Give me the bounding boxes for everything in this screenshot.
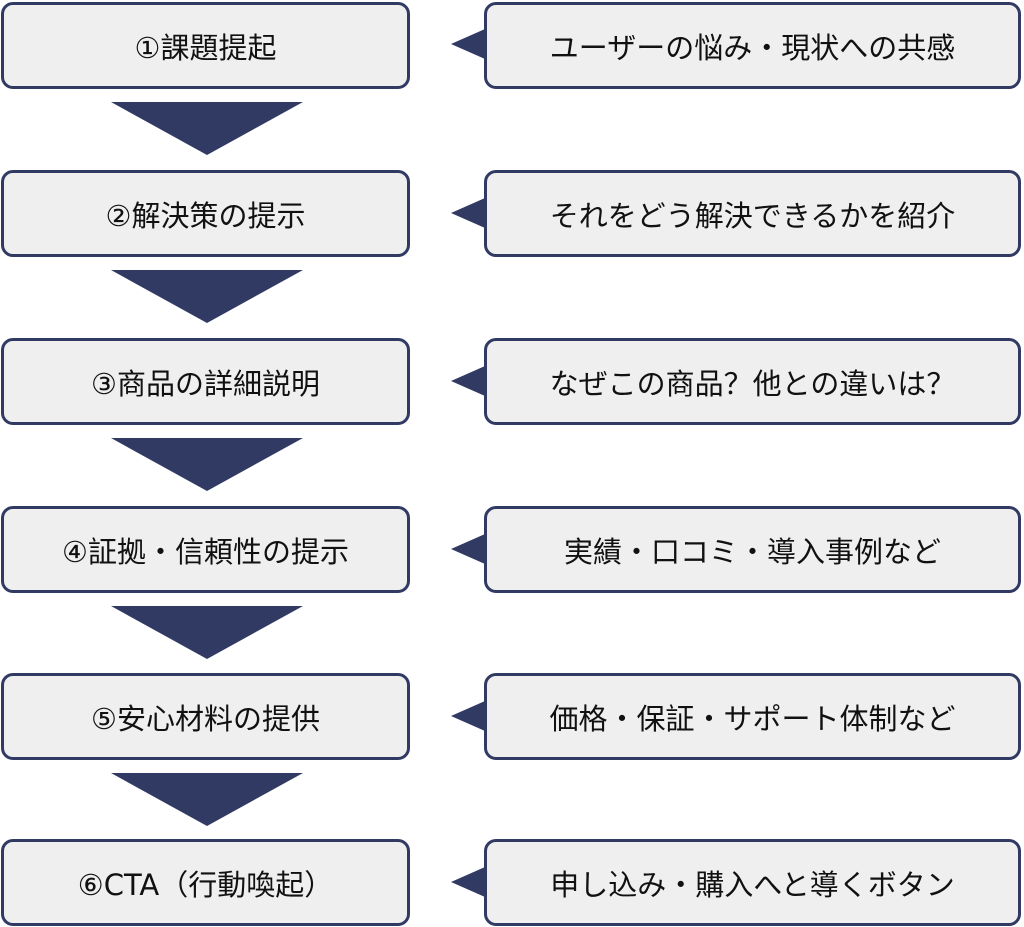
down-arrow [111, 438, 303, 491]
callout-pointer [451, 29, 485, 59]
step-label: ④証拠・信頼性の提示 [62, 534, 349, 569]
down-arrow [111, 773, 303, 826]
note-text: 実績・口コミ・導入事例など [563, 534, 941, 569]
note-text: 申し込み・購入へと導くボタン [550, 867, 955, 902]
down-arrow [111, 270, 303, 323]
down-arrow [111, 606, 303, 659]
note-box-6: 申し込み・購入へと導くボタン [484, 839, 1021, 926]
note-text: ユーザーの悩み・現状への共感 [549, 30, 956, 65]
step-box-3: ③商品の詳細説明 [1, 338, 410, 425]
note-box-2: それをどう解決できるかを紹介 [484, 170, 1021, 257]
step-label: ②解決策の提示 [105, 198, 306, 233]
callout-pointer [451, 198, 485, 228]
step-label: ③商品の詳細説明 [91, 366, 320, 401]
step-box-1: ①課題提起 [1, 2, 410, 89]
step-box-4: ④証拠・信頼性の提示 [1, 506, 410, 593]
note-text: それをどう解決できるかを紹介 [549, 198, 956, 233]
callout-pointer [451, 534, 485, 564]
note-box-5: 価格・保証・サポート体制など [484, 673, 1021, 760]
note-box-1: ユーザーの悩み・現状への共感 [484, 2, 1021, 89]
step-label: ⑥CTA（行動喚起） [77, 867, 334, 902]
note-text: なぜこの商品？他との違いは？ [549, 366, 956, 401]
step-box-2: ②解決策の提示 [1, 170, 410, 257]
step-box-5: ⑤安心材料の提供 [1, 673, 410, 760]
note-box-3: なぜこの商品？他との違いは？ [484, 338, 1021, 425]
step-label: ①課題提起 [134, 30, 277, 65]
callout-pointer [451, 701, 485, 731]
callout-pointer [451, 867, 485, 897]
note-box-4: 実績・口コミ・導入事例など [484, 506, 1021, 593]
callout-pointer [451, 366, 485, 396]
note-text: 価格・保証・サポート体制など [549, 701, 956, 736]
down-arrow [111, 102, 303, 155]
step-box-6: ⑥CTA（行動喚起） [1, 839, 410, 926]
step-label: ⑤安心材料の提供 [91, 701, 320, 736]
